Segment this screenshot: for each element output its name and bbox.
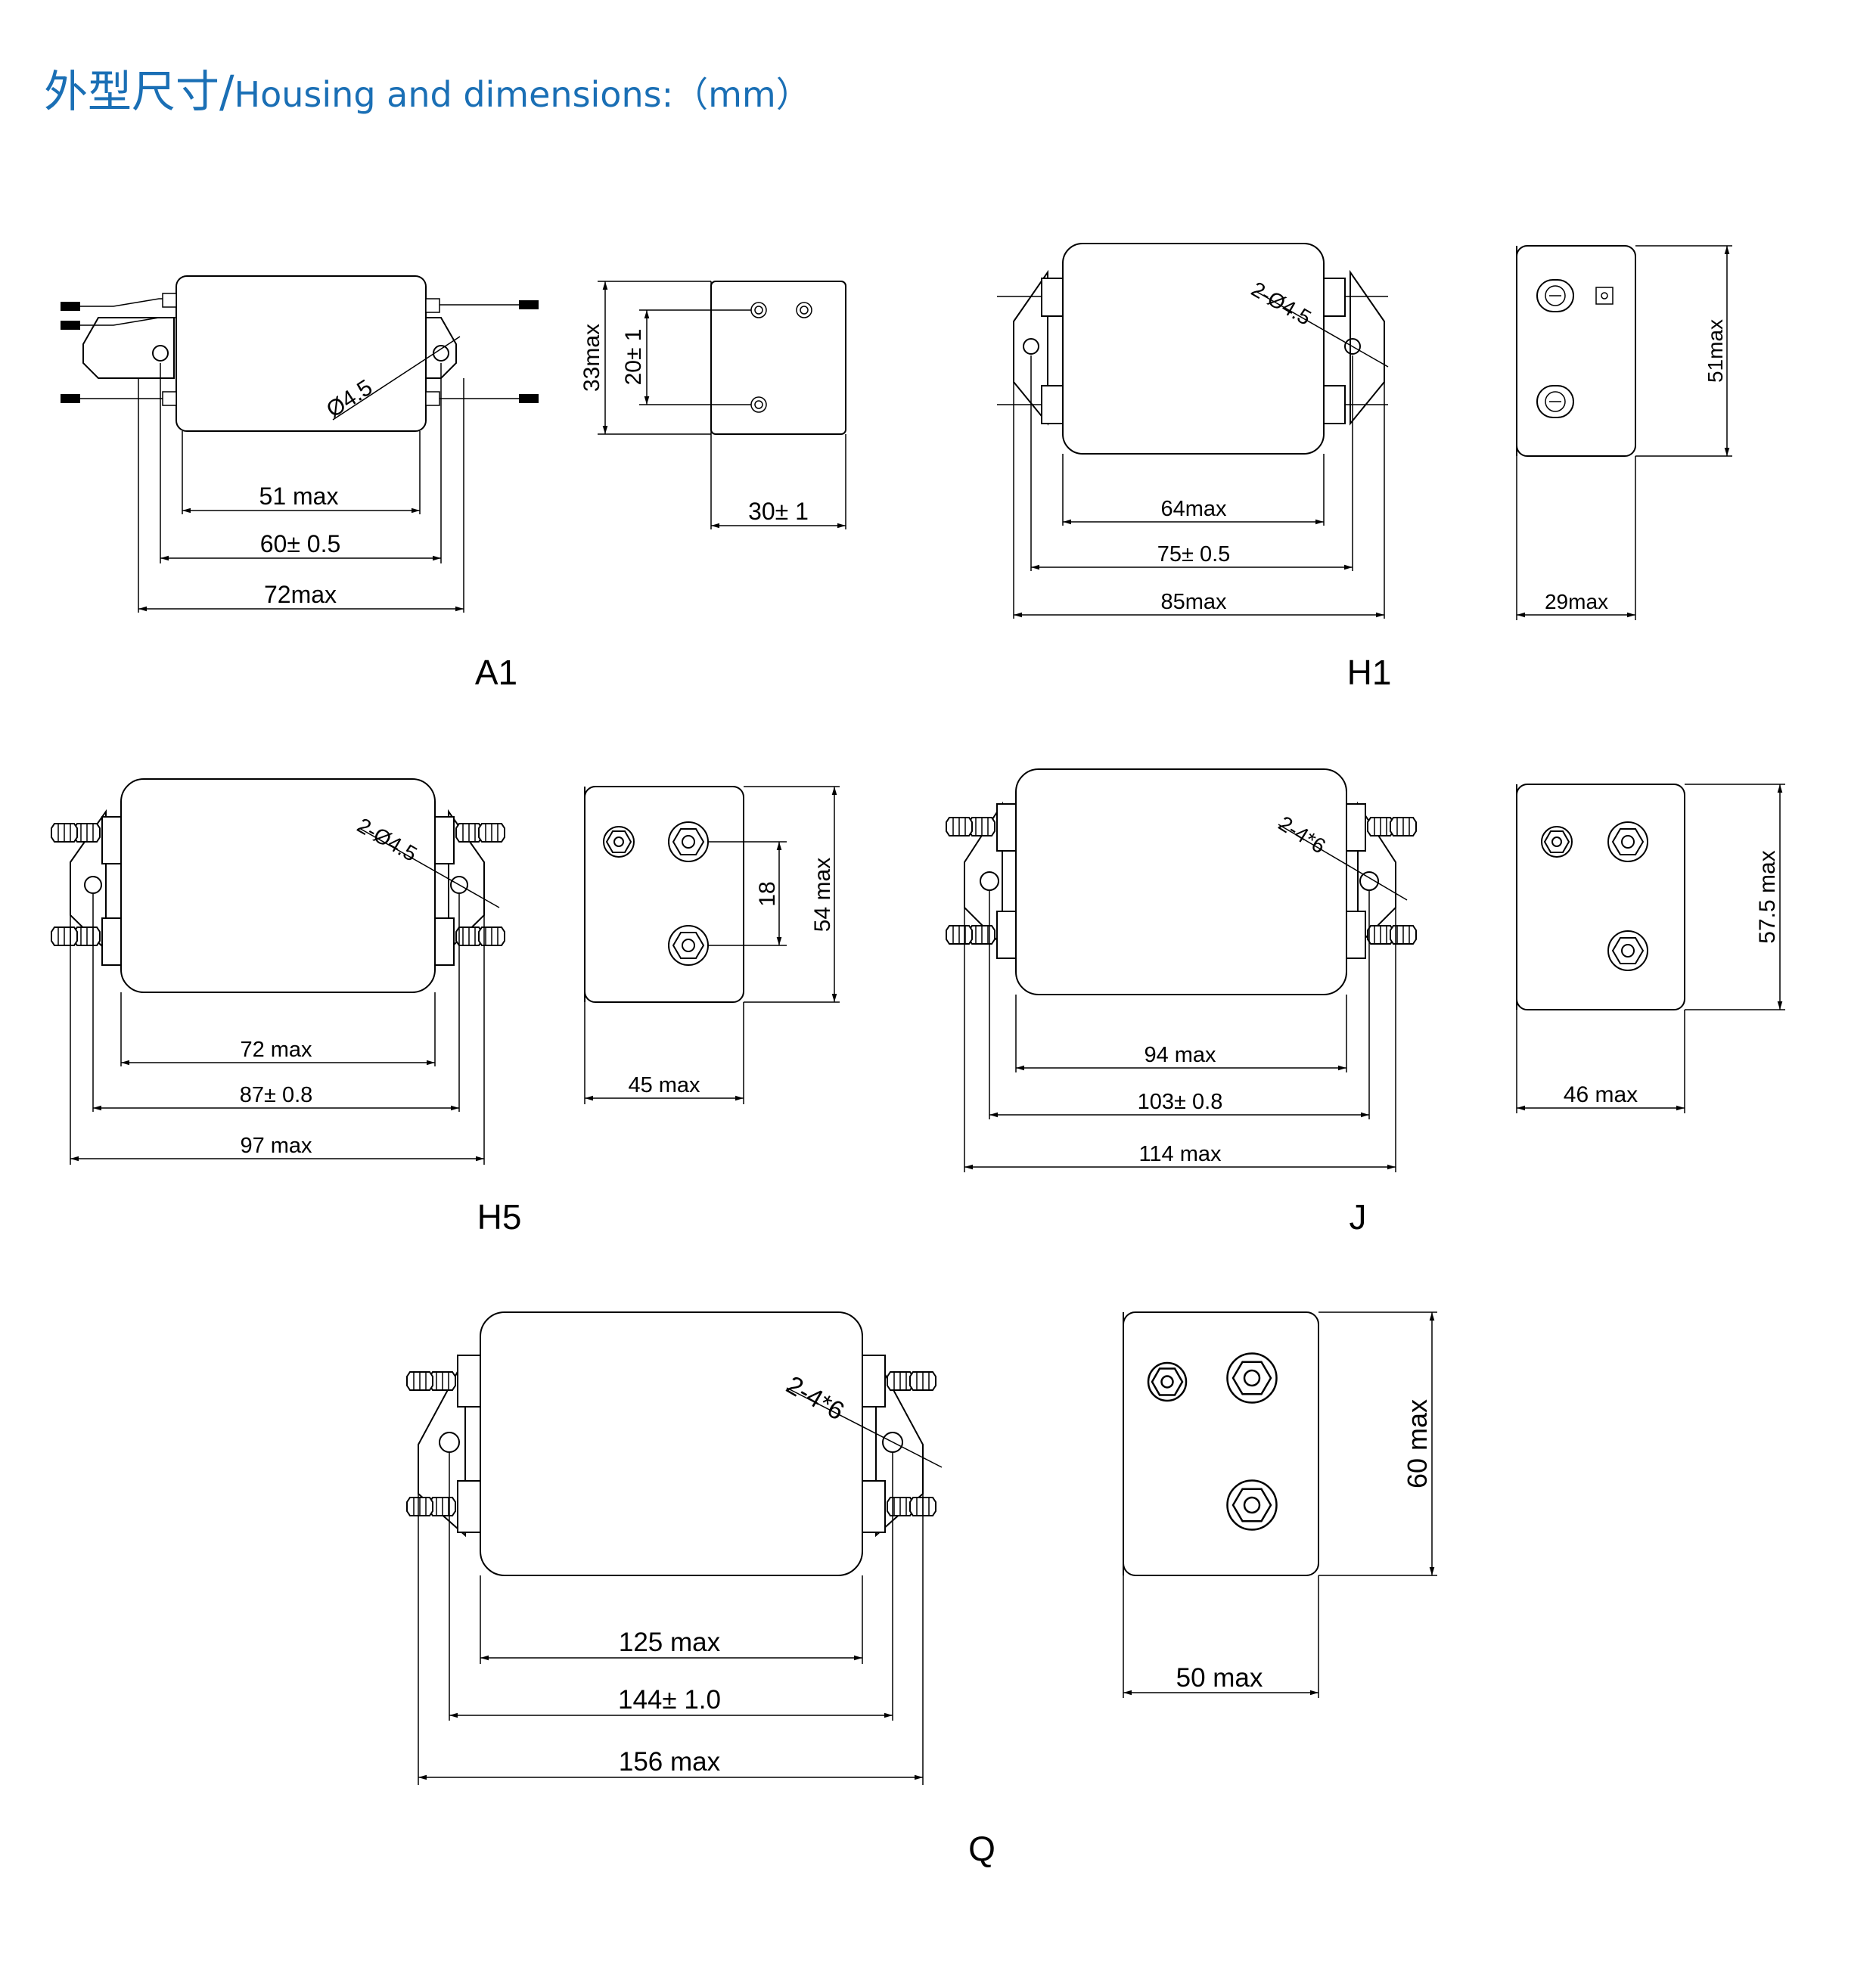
q-depth: 50 max — [1176, 1663, 1263, 1693]
j-front-view: 2-4*6 94 max 103± 0.8 114 max J — [946, 768, 1416, 1237]
q-width-inner: 125 max — [619, 1628, 721, 1657]
a1-terminal-spacing: 20± 1 — [621, 329, 646, 386]
a1-depth: 30± 1 — [748, 498, 809, 525]
j-hole-spacing: 103± 0.8 — [1138, 1090, 1223, 1114]
a1-model-label: A1 — [475, 653, 517, 692]
a1-height: 33max — [579, 324, 604, 392]
h5-height: 54 max — [810, 858, 835, 932]
q-front-view: 2-4*6 125 max 144± 1.0 156 max Q — [407, 1311, 995, 1868]
h5-front-view: 2-Ø4.5 72 max 87± 0.8 97 max H5 — [51, 778, 522, 1237]
h5-hole-spacing: 87± 0.8 — [240, 1083, 313, 1107]
a1-width-inner: 51 max — [259, 483, 339, 510]
h1-width-inner: 64max — [1160, 497, 1227, 521]
h5-depth: 45 max — [628, 1073, 700, 1097]
j-depth: 46 max — [1564, 1082, 1638, 1107]
a1-width-total: 72max — [264, 581, 337, 608]
h1-hole-spacing: 75± 0.5 — [1157, 542, 1231, 566]
h5-width-total: 97 max — [240, 1134, 312, 1158]
a1-side-view: 33max 20± 1 30± 1 — [579, 281, 846, 529]
h5-terminal-spacing: 18 — [755, 881, 780, 906]
j-width-inner: 94 max — [1144, 1043, 1216, 1067]
h1-front-view: 2-Ø4.5 64max 75± 0.5 85max H1 — [997, 243, 1392, 692]
q-width-total: 156 max — [619, 1747, 721, 1777]
q-model-label: Q — [968, 1829, 995, 1868]
h1-height: 51max — [1704, 319, 1727, 383]
j-height: 57.5 max — [1755, 850, 1780, 943]
title-en: Housing and dimensions:（mm） — [234, 74, 811, 115]
a1-front-view: Ø4.5 51 max 60± 0.5 72max A1 — [61, 275, 539, 692]
h1-side-view: 51max 29max — [1516, 245, 1732, 620]
title-cn: 外型尺寸/ — [44, 66, 234, 117]
h1-depth: 29max — [1545, 590, 1608, 613]
j-width-total: 114 max — [1138, 1142, 1222, 1166]
q-hole-spacing: 144± 1.0 — [618, 1685, 721, 1715]
q-height: 60 max — [1402, 1399, 1433, 1488]
a1-hole-spacing: 60± 0.5 — [260, 530, 341, 557]
page-title: 外型尺寸/Housing and dimensions:（mm） — [44, 70, 811, 113]
j-side-view: 57.5 max 46 max — [1516, 784, 1785, 1113]
h5-width-inner: 72 max — [240, 1038, 312, 1062]
h5-side-view: 54 max 18 45 max — [584, 786, 840, 1104]
q-side-view: 60 max 50 max — [1123, 1311, 1437, 1698]
h1-model-label: H1 — [1347, 653, 1392, 692]
h5-model-label: H5 — [477, 1197, 522, 1237]
h1-width-total: 85max — [1160, 590, 1227, 614]
j-model-label: J — [1350, 1197, 1367, 1237]
